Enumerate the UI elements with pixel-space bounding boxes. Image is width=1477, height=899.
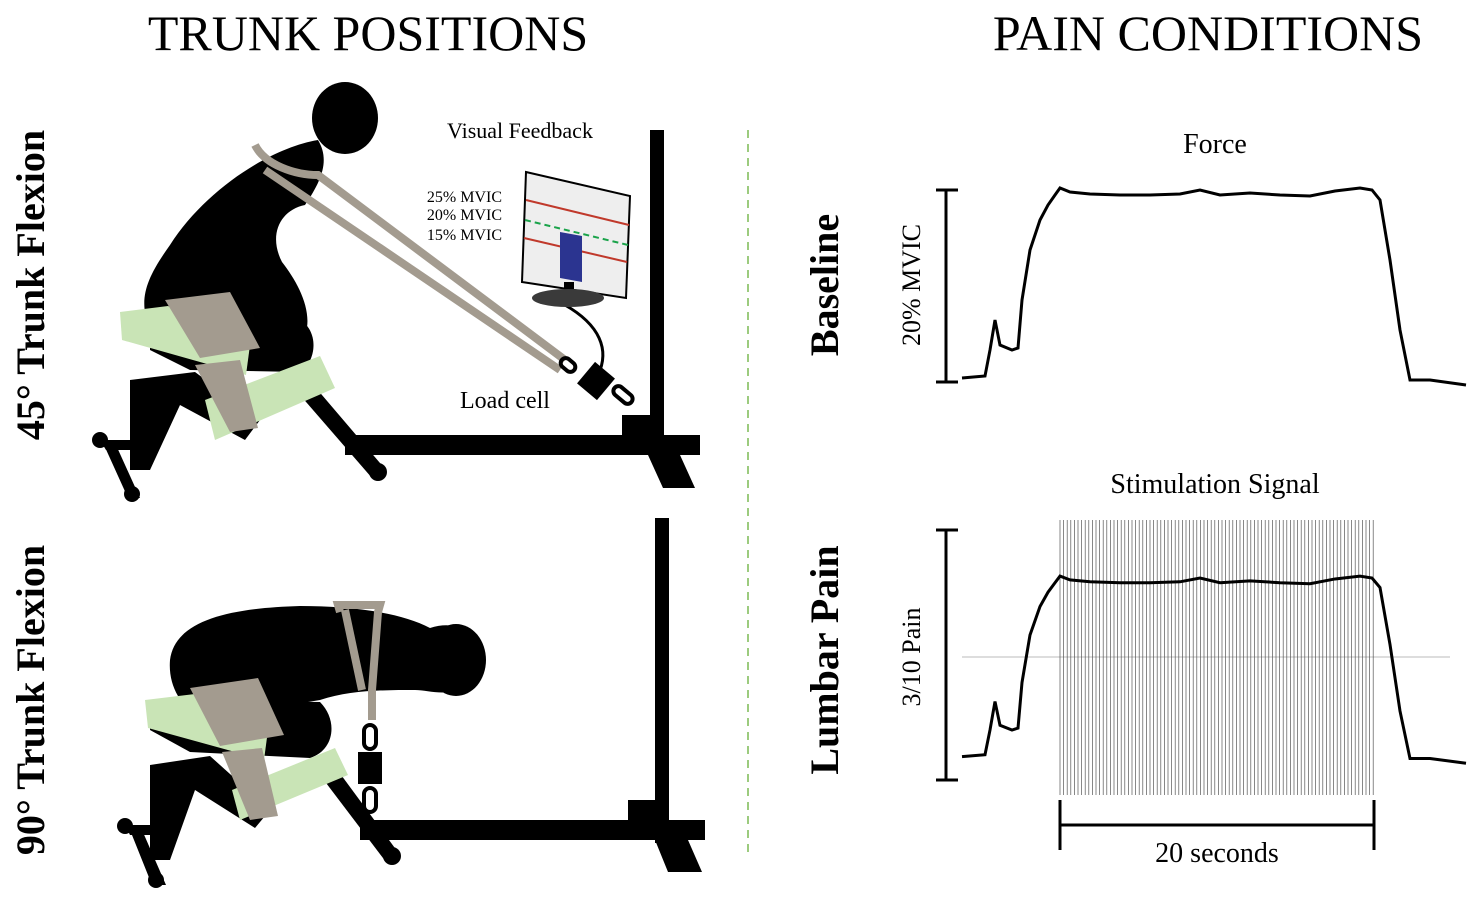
monitor-stand [532, 289, 604, 307]
head [312, 82, 378, 154]
force-title: Force [1183, 129, 1247, 160]
mvic-15-label: 15% MVIC [427, 227, 502, 244]
label-45-trunk-flexion: 45° Trunk Flexion [8, 130, 53, 440]
stimulation-title: Stimulation Signal [1110, 469, 1319, 500]
harness-strap [332, 601, 386, 720]
target-line-20 [524, 219, 629, 246]
feedback-bar [560, 232, 582, 282]
apparatus-90 [117, 518, 705, 888]
lumbar-axis-label: 3/10 Pain [897, 608, 926, 707]
load-cell-label: Load cell [460, 388, 550, 414]
frame-upright [650, 130, 664, 455]
label-lumbar-pain: Lumbar Pain [802, 545, 847, 774]
shin [150, 756, 270, 860]
frame-upright [655, 518, 669, 843]
leg-strap [195, 360, 258, 432]
duration-label: 20 seconds [1155, 838, 1279, 869]
label-baseline: Baseline [802, 214, 847, 356]
duration-bar [1058, 800, 1376, 850]
label-90-trunk-flexion: 90° Trunk Flexion [8, 545, 53, 855]
apparatus-45: Visual Feedback 25% MVIC 20% MVIC 15% MV… [92, 82, 700, 502]
leg-strap [222, 748, 278, 820]
hip-strap [190, 678, 284, 746]
thigh-pad [145, 694, 268, 760]
bench-leg [320, 768, 400, 862]
monitor-cable [564, 303, 605, 376]
harness-strap-lower [262, 166, 563, 374]
head [426, 624, 486, 696]
frame-base [360, 820, 705, 840]
baseline-scale-bar [936, 188, 958, 384]
lumbar-scale-bar [936, 528, 958, 782]
load-cell [358, 752, 382, 784]
visual-feedback-label: Visual Feedback [447, 118, 593, 143]
force-trace-lumbar [961, 574, 1467, 765]
harness-strap-upper [251, 142, 568, 364]
force-trace-baseline [961, 186, 1467, 387]
heading-pain-conditions: PAIN CONDITIONS [993, 5, 1423, 61]
hip-strap [165, 292, 260, 358]
mvic-20-label: 20% MVIC [427, 207, 502, 224]
baseline-axis-label: 20% MVIC [897, 224, 926, 346]
stimulation-signal [1059, 520, 1374, 795]
mvic-25-label: 25% MVIC [427, 189, 502, 206]
target-line-25 [525, 199, 630, 226]
bench-leg [300, 388, 386, 478]
heading-trunk-positions: TRUNK POSITIONS [148, 5, 588, 61]
frame-base [345, 435, 700, 455]
load-cell [577, 361, 615, 401]
thigh-pad [120, 306, 250, 375]
torso [144, 140, 324, 345]
